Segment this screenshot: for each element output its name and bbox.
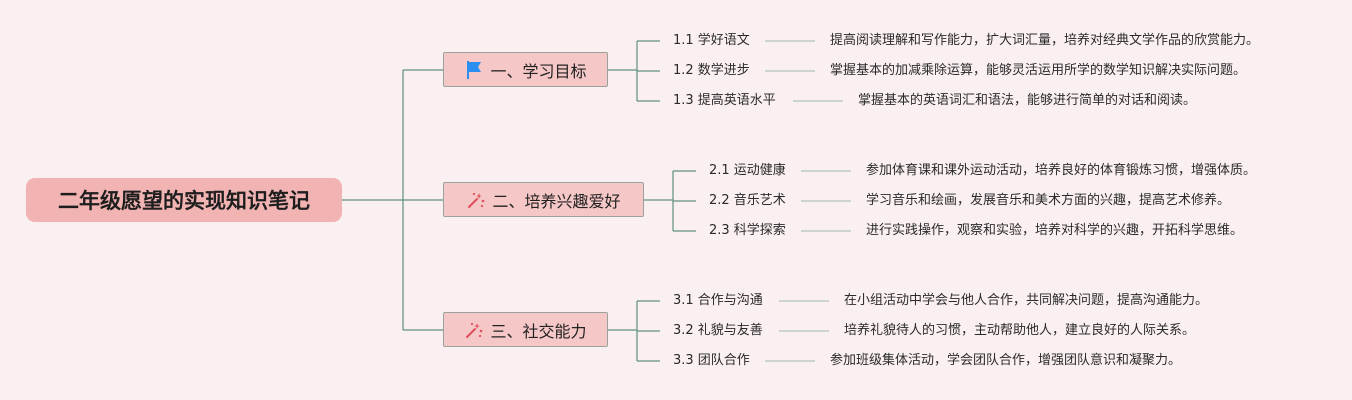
- leaf-node[interactable]: 3.1 合作与沟通: [673, 293, 763, 308]
- branch-learning-goals[interactable]: 一、学习目标: [443, 52, 608, 87]
- leaf-node[interactable]: 3.3 团队合作: [673, 353, 750, 368]
- leaf-description: 参加班级集体活动，学会团队合作，增强团队意识和凝聚力。: [830, 353, 1182, 368]
- branch-social-skills[interactable]: 三、社交能力: [443, 312, 608, 347]
- leaf-node[interactable]: 1.2 数学进步: [673, 63, 750, 78]
- leaf-description: 培养礼貌待人的习惯，主动帮助他人，建立良好的人际关系。: [844, 323, 1196, 338]
- leaf-node[interactable]: 1.3 提高英语水平: [673, 93, 776, 108]
- leaf-description: 在小组活动中学会与他人合作，共同解决问题，提高沟通能力。: [844, 293, 1209, 308]
- leaf-description: 提高阅读理解和写作能力，扩大词汇量，培养对经典文学作品的欣赏能力。: [830, 33, 1260, 48]
- branch-label: 一、学习目标: [490, 61, 587, 81]
- leaf-node[interactable]: 2.1 运动健康: [709, 163, 786, 178]
- flag-icon: [464, 60, 484, 80]
- leaf-description: 参加体育课和课外运动活动，培养良好的体育锻炼习惯，增强体质。: [866, 163, 1257, 178]
- branch-label: 三、社交能力: [490, 321, 587, 341]
- leaf-description: 掌握基本的英语词汇和语法，能够进行简单的对话和阅读。: [858, 93, 1197, 108]
- leaf-description: 进行实践操作，观察和实验，培养对科学的兴趣，开拓科学思维。: [866, 223, 1244, 238]
- leaf-node[interactable]: 1.1 学好语文: [673, 33, 750, 48]
- leaf-description: 掌握基本的加减乘除运算，能够灵活运用所学的数学知识解决实际问题。: [830, 63, 1247, 78]
- root-topic[interactable]: 二年级愿望的实现知识笔记: [26, 178, 342, 222]
- leaf-node[interactable]: 2.2 音乐艺术: [709, 193, 786, 208]
- branch-label: 二、培养兴趣爱好: [492, 191, 621, 211]
- sparkle-icon: [464, 320, 484, 340]
- leaf-node[interactable]: 3.2 礼貌与友善: [673, 323, 763, 338]
- leaf-description: 学习音乐和绘画，发展音乐和美术方面的兴趣，提高艺术修养。: [866, 193, 1231, 208]
- branch-interests[interactable]: 二、培养兴趣爱好: [443, 182, 644, 217]
- sparkle-icon: [466, 190, 486, 210]
- leaf-node[interactable]: 2.3 科学探索: [709, 223, 786, 238]
